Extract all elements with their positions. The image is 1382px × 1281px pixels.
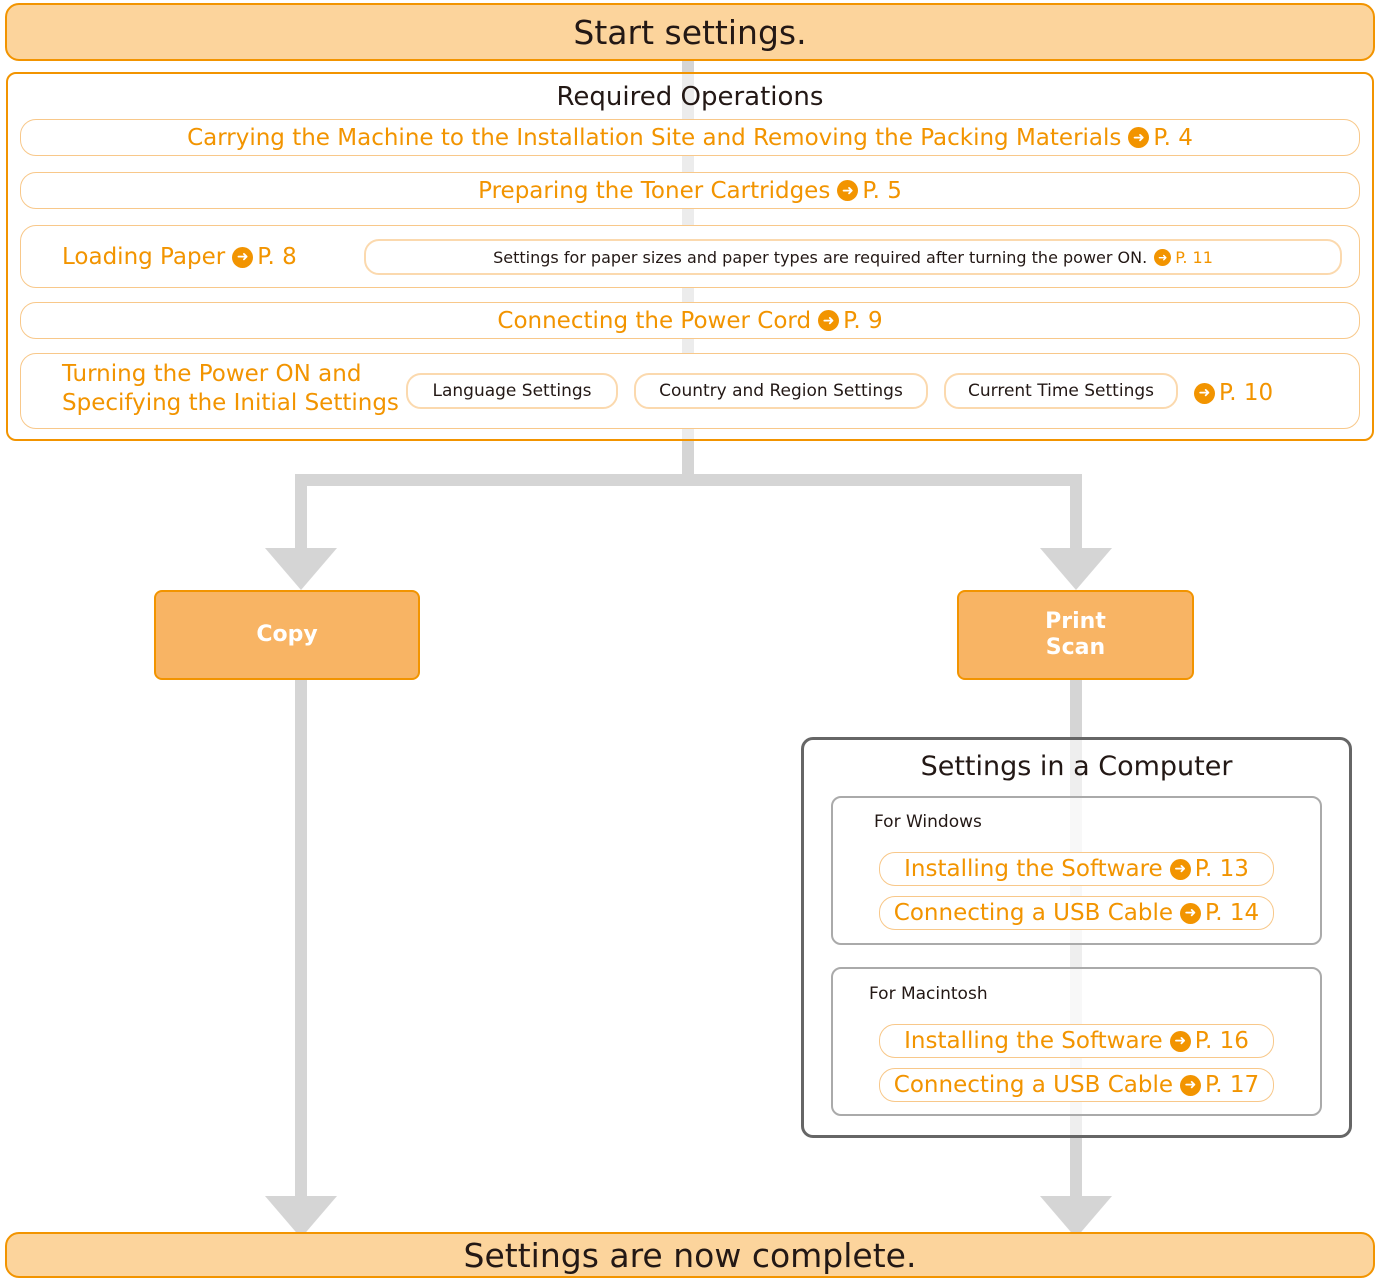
windows-usb-page: P. 14 — [1205, 900, 1260, 926]
arrow-circle-right-icon: ➜ — [1169, 858, 1191, 880]
arrow-down-to-print-scan — [1040, 548, 1112, 590]
mac-install-software[interactable]: Installing the Software ➜ P. 16 — [879, 1024, 1274, 1058]
arrow-circle-right-icon: ➜ — [1169, 1030, 1191, 1052]
start-banner-text: Start settings. — [573, 12, 807, 52]
scan-label: Scan — [1045, 635, 1106, 660]
paper-settings-note-page: P. 11 — [1175, 247, 1213, 267]
country-region-settings-chip[interactable]: Country and Region Settings — [634, 373, 928, 409]
arrow-circle-right-icon: ➜ — [1128, 127, 1150, 148]
mac-title: For Macintosh — [869, 984, 988, 1004]
arrow-circle-right-icon: ➜ — [1180, 1074, 1201, 1096]
arrow-down-to-end-left — [265, 1196, 337, 1238]
required-operations-title: Required Operations — [556, 82, 824, 112]
step-power-on-page: P. 10 — [1219, 380, 1274, 406]
step-power-on-line2: Specifying the Initial Settings — [62, 390, 399, 416]
arrow-circle-right-icon: ➜ — [818, 310, 840, 331]
step-carrying-page: P. 4 — [1153, 124, 1193, 151]
paper-settings-note-text: Settings for paper sizes and paper types… — [493, 247, 1148, 267]
step-toner-label: Preparing the Toner Cartridges — [478, 177, 831, 204]
connector-copy-to-end — [295, 678, 307, 1200]
arrow-circle-right-icon: ➜ — [1180, 902, 1201, 924]
mac-usb-page: P. 17 — [1205, 1072, 1260, 1098]
step-power-on-label[interactable]: Turning the Power ON and Specifying the … — [62, 360, 399, 418]
connector-right-down — [1070, 474, 1082, 554]
step-toner-page: P. 5 — [862, 177, 902, 204]
connector-horizontal-split — [295, 474, 1082, 486]
windows-usb-label: Connecting a USB Cable — [893, 900, 1173, 926]
step-preparing-toner[interactable]: Preparing the Toner Cartridges ➜ P. 5 — [20, 172, 1360, 209]
arrow-circle-right-icon: ➜ — [837, 180, 859, 201]
mac-install-label: Installing the Software — [904, 1028, 1163, 1054]
arrow-circle-right-icon: ➜ — [1154, 248, 1172, 266]
arrow-down-to-copy — [265, 548, 337, 590]
step-loading-paper[interactable]: Loading Paper ➜ P. 8 — [62, 240, 297, 274]
windows-install-label: Installing the Software — [904, 856, 1163, 882]
step-carrying-label: Carrying the Machine to the Installation… — [187, 124, 1122, 151]
print-scan-box: Print Scan — [957, 590, 1194, 680]
mac-install-page: P. 16 — [1194, 1028, 1249, 1054]
mac-connect-usb[interactable]: Connecting a USB Cable ➜ P. 17 — [879, 1068, 1274, 1102]
arrow-circle-right-icon: ➜ — [1194, 382, 1215, 404]
copy-box: Copy — [154, 590, 420, 680]
arrow-circle-right-icon: ➜ — [232, 246, 254, 268]
step-loading-page: P. 8 — [257, 244, 297, 270]
step-power-cord-page: P. 9 — [843, 307, 883, 334]
windows-install-software[interactable]: Installing the Software ➜ P. 13 — [879, 852, 1274, 886]
step-power-cord-label: Connecting the Power Cord — [497, 307, 812, 334]
step-power-on-ref[interactable]: ➜ P. 10 — [1194, 379, 1273, 407]
connector-left-down — [295, 474, 307, 554]
step-carrying-machine[interactable]: Carrying the Machine to the Installation… — [20, 119, 1360, 156]
mac-usb-label: Connecting a USB Cable — [893, 1072, 1173, 1098]
windows-install-page: P. 13 — [1194, 856, 1249, 882]
windows-connect-usb[interactable]: Connecting a USB Cable ➜ P. 14 — [879, 896, 1274, 930]
step-connecting-power-cord[interactable]: Connecting the Power Cord ➜ P. 9 — [20, 302, 1360, 339]
windows-title: For Windows — [874, 812, 982, 832]
copy-label: Copy — [256, 622, 318, 647]
language-settings-chip[interactable]: Language Settings — [406, 373, 618, 409]
step-loading-label: Loading Paper — [62, 244, 226, 270]
print-label: Print — [1045, 609, 1106, 634]
step-power-on-line1: Turning the Power ON and — [62, 361, 362, 387]
paper-settings-note[interactable]: Settings for paper sizes and paper types… — [364, 239, 1342, 275]
start-banner: Start settings. — [5, 3, 1375, 61]
end-banner: Settings are now complete. — [5, 1232, 1375, 1278]
arrow-down-to-end-right — [1040, 1196, 1112, 1238]
computer-settings-title: Settings in a Computer — [920, 751, 1233, 782]
current-time-settings-chip[interactable]: Current Time Settings — [944, 373, 1178, 409]
end-banner-text: Settings are now complete. — [463, 1235, 917, 1275]
